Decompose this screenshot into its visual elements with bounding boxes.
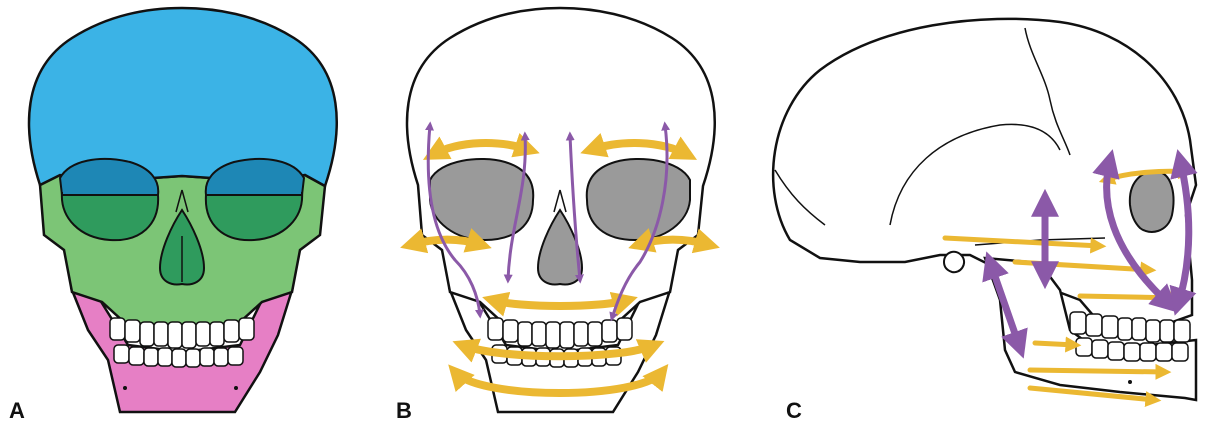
cranium-region — [29, 8, 337, 186]
growth-arrow-mandible-1 — [1035, 343, 1075, 345]
panel-label-c: C — [786, 398, 802, 424]
lower-teeth — [114, 345, 243, 367]
skull-a — [29, 8, 337, 412]
panel-label-a: A — [9, 398, 25, 424]
orbit-left — [430, 159, 533, 240]
ear-canal — [944, 252, 964, 273]
panel-label-b: B — [396, 398, 412, 424]
skull-c — [773, 19, 1196, 400]
skull-b — [407, 8, 715, 412]
growth-arrow-mandible-2 — [1030, 370, 1165, 372]
orbit-right — [587, 159, 690, 240]
cranium-lateral-outline — [773, 19, 1196, 335]
orbit-lateral — [1130, 171, 1174, 232]
